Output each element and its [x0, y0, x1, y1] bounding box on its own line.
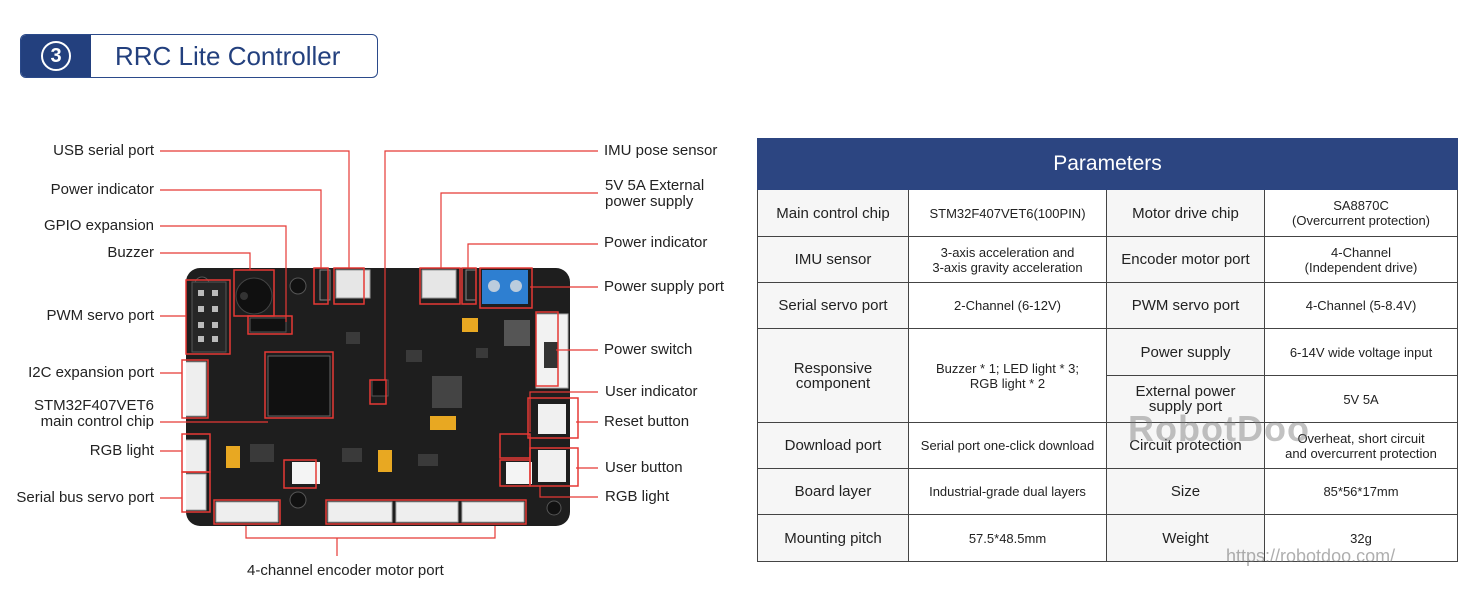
label-imu-pose-sensor: IMU pose sensor: [604, 142, 718, 159]
table-row: Serial servo port 2-Channel (6-12V) PWM …: [757, 282, 1459, 329]
param-value: Buzzer * 1; LED light * 3;RGB light * 2: [908, 328, 1107, 423]
param-key: IMU sensor: [757, 236, 909, 283]
param-key: Board layer: [757, 468, 909, 515]
param-key: Download port: [757, 422, 909, 469]
label-buzzer: Buzzer: [107, 244, 154, 261]
label-power-indicator-left: Power indicator: [50, 181, 154, 198]
param-value: STM32F407VET6(100PIN): [908, 189, 1107, 237]
parameters-title: Parameters: [756, 138, 1459, 190]
label-user-indicator: User indicator: [605, 383, 698, 400]
label-main-chip-line1: STM32F407VET6: [33, 397, 154, 414]
label-pwm-servo-port: PWM servo port: [46, 307, 154, 324]
param-value: 2-Channel (6-12V): [908, 282, 1107, 329]
table-row: Mounting pitch 57.5*48.5mm Weight 32g: [757, 514, 1459, 562]
param-key: Size: [1106, 468, 1265, 515]
label-power-switch: Power switch: [604, 341, 693, 358]
section-title: RRC Lite Controller: [115, 40, 341, 71]
param-key: Circuit protection: [1106, 422, 1265, 469]
parameters-table: Parameters Main control chip STM32F407VE…: [756, 138, 1459, 562]
label-external-power-line1: 5V 5A External: [605, 177, 705, 194]
label-rgb-light-left: RGB light: [89, 442, 154, 459]
label-usb-serial-port: USB serial port: [53, 142, 154, 159]
param-value: 85*56*17mm: [1263, 468, 1459, 515]
param-value: 6-14V wide voltage input: [1263, 328, 1459, 376]
param-key: PWM servo port: [1106, 282, 1265, 329]
param-key: Weight: [1106, 514, 1265, 562]
label-user-button: User button: [605, 459, 683, 476]
controller-board-illustration: [186, 268, 570, 526]
watermark-logo: RobotDoo: [1128, 408, 1310, 449]
table-row: Main control chip STM32F407VET6(100PIN) …: [757, 189, 1459, 237]
label-power-supply-port: Power supply port: [604, 278, 725, 295]
param-value: 32g: [1263, 514, 1459, 562]
param-key: Main control chip: [757, 189, 909, 237]
section-number: 3: [41, 41, 71, 71]
param-key: Power supply: [1106, 328, 1265, 376]
label-external-power-line2: power supply: [605, 193, 694, 210]
label-i2c-expansion-port: I2C expansion port: [28, 364, 154, 381]
section-number-badge: 3: [21, 35, 91, 77]
param-value: Serial port one-click download: [908, 422, 1107, 469]
table-row: Download port Serial port one-click down…: [757, 422, 1459, 469]
param-key: Serial servo port: [757, 282, 909, 329]
label-main-chip-line2: main control chip: [40, 413, 154, 430]
param-key: Motor drive chip: [1106, 189, 1265, 237]
param-value: 5V 5A: [1263, 375, 1459, 423]
param-value: 57.5*48.5mm: [908, 514, 1107, 562]
param-key: Encoder motor port: [1106, 236, 1265, 283]
param-value: Industrial-grade dual layers: [908, 468, 1107, 515]
section-header: 3 RRC Lite Controller: [20, 34, 378, 78]
label-power-indicator-right: Power indicator: [604, 234, 708, 251]
param-value: SA8870C(Overcurrent protection): [1263, 189, 1459, 237]
param-value: 4-Channel(Independent drive): [1263, 236, 1459, 283]
label-reset-button: Reset button: [604, 413, 690, 430]
label-rgb-light-right: RGB light: [605, 488, 670, 505]
label-serial-bus-servo-port: Serial bus servo port: [16, 489, 154, 506]
label-encoder-motor-port: 4-channel encoder motor port: [247, 562, 444, 579]
param-key: Mounting pitch: [757, 514, 909, 562]
watermark-url: https://robotdoo.com/: [1226, 546, 1396, 566]
label-gpio-expansion: GPIO expansion: [43, 217, 154, 234]
param-value: 4-Channel (5-8.4V): [1263, 282, 1459, 329]
table-row: Board layer Industrial-grade dual layers…: [757, 468, 1459, 515]
